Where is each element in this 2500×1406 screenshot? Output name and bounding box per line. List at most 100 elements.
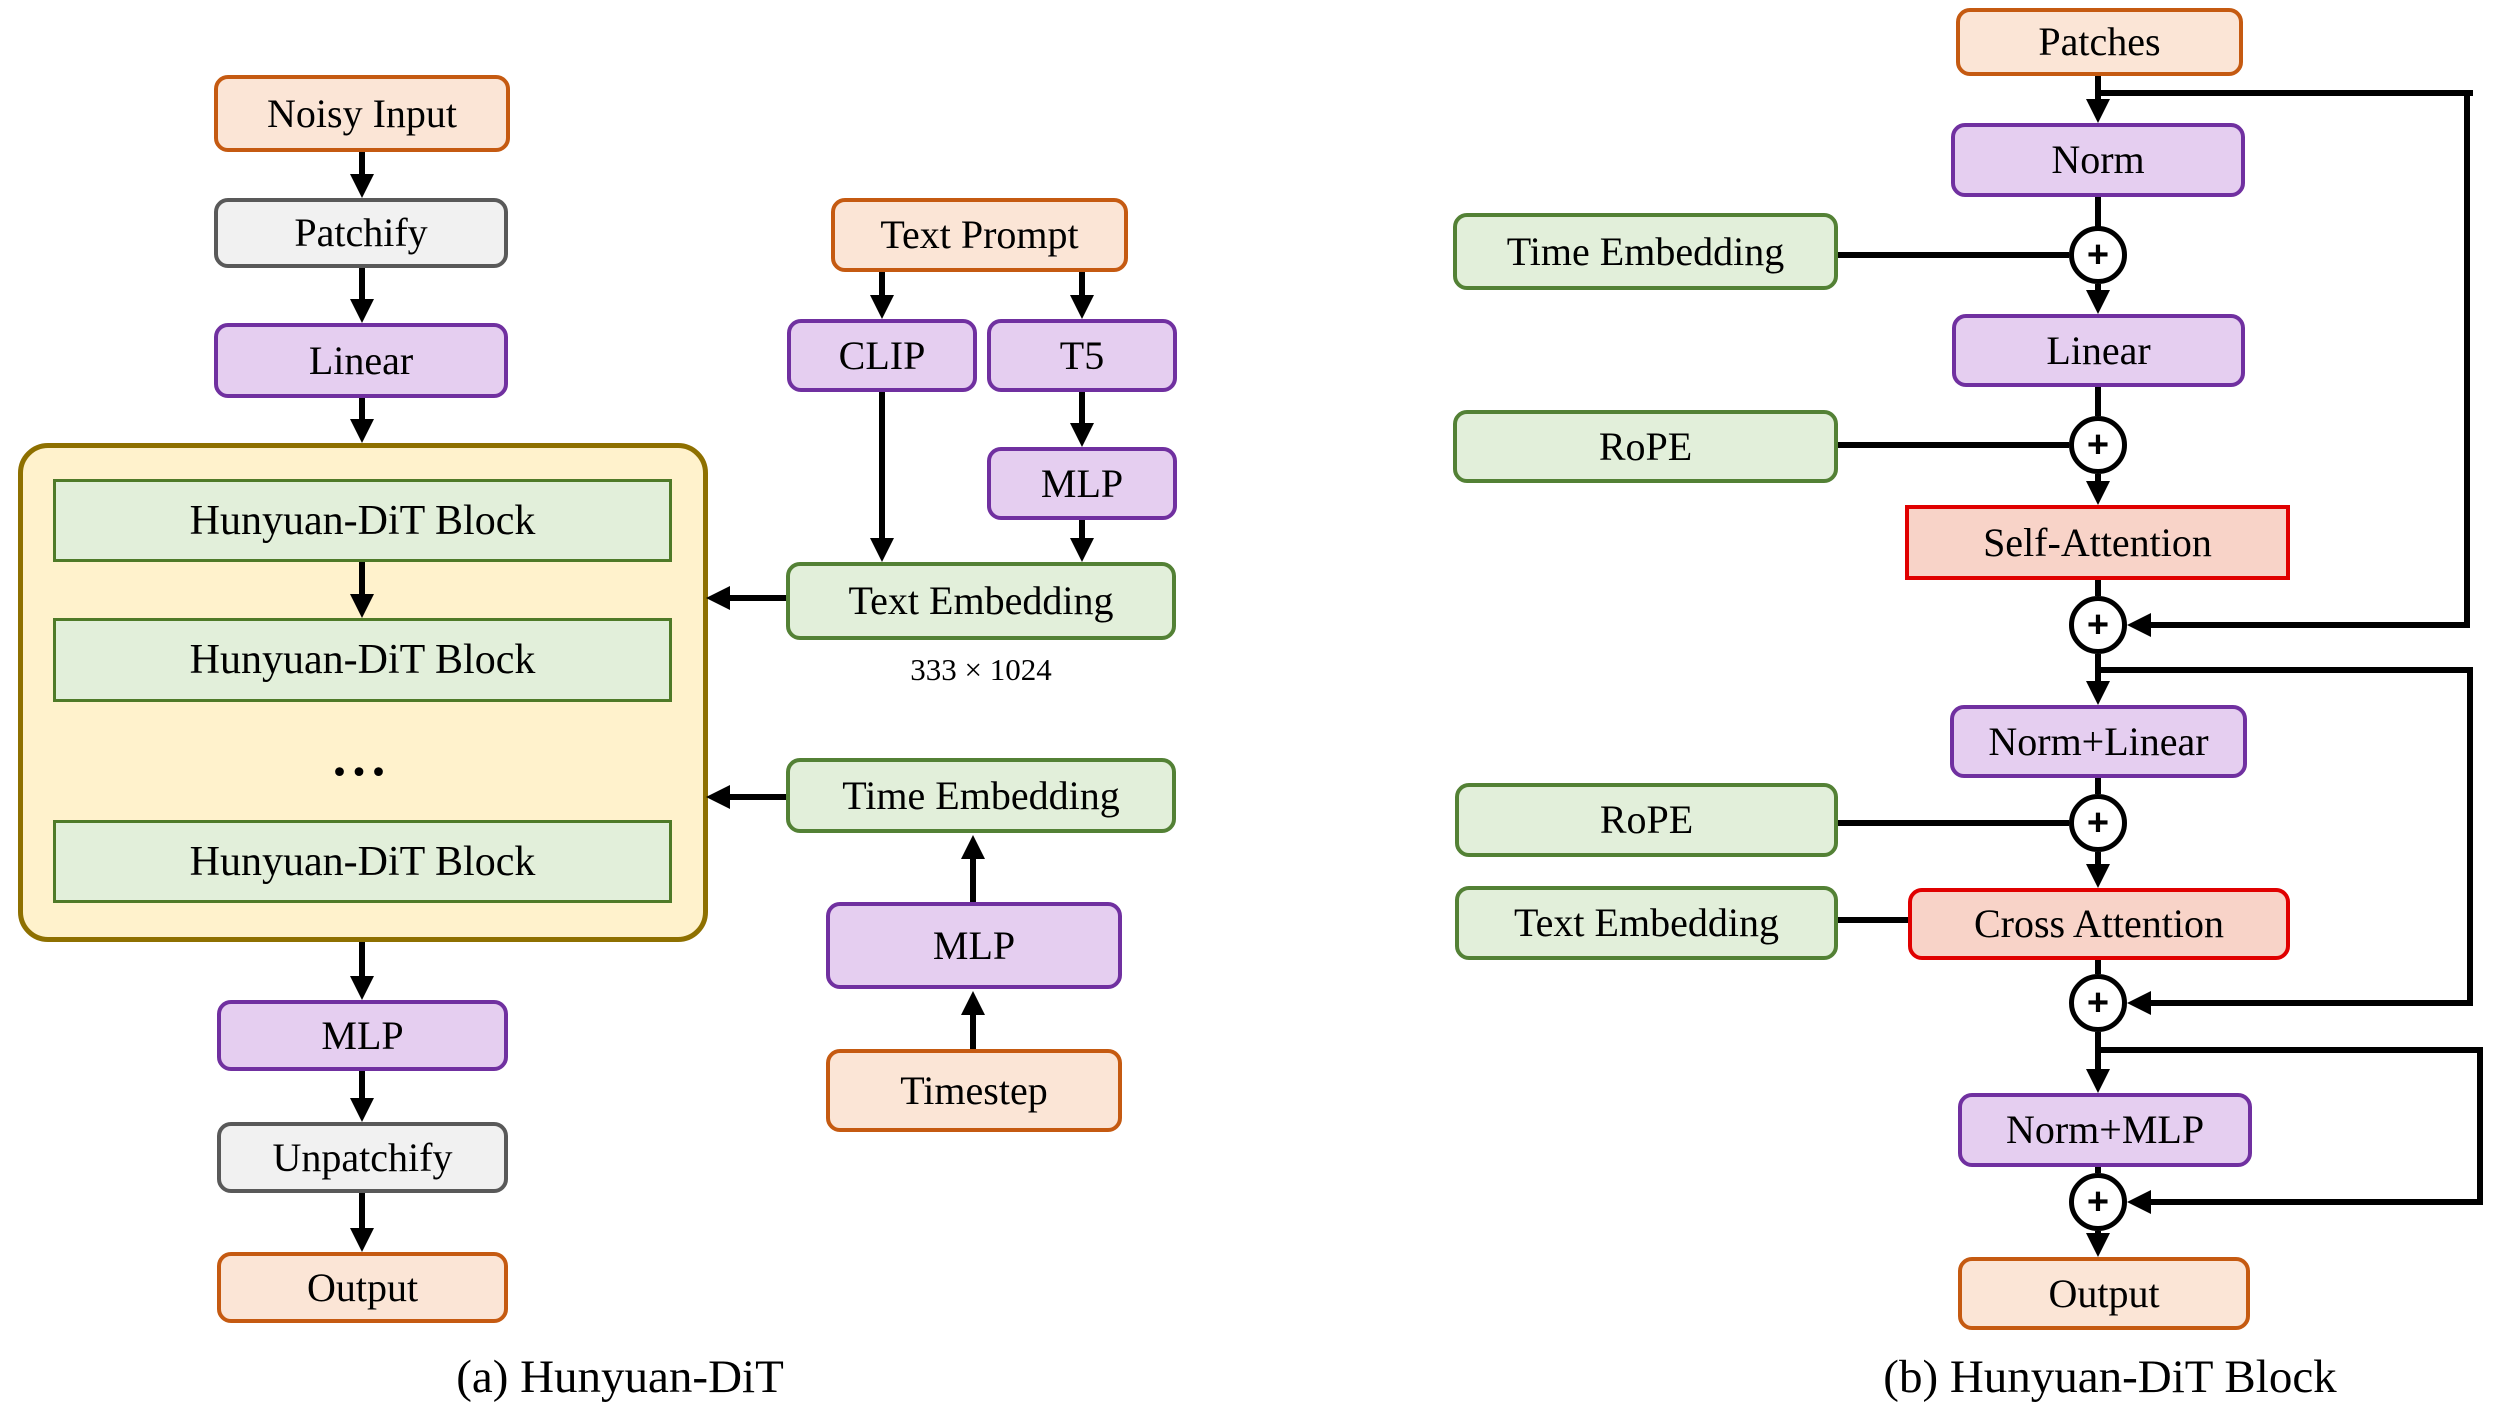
arrowhead-down <box>2086 681 2110 705</box>
add-circle-skip3: + <box>2069 1173 2127 1231</box>
add-circle-skip2: + <box>2069 974 2127 1032</box>
connector-line <box>2095 474 2101 483</box>
connector-line <box>1079 520 1085 540</box>
arrowhead-down <box>2086 290 2110 314</box>
arrowhead-up <box>961 991 985 1015</box>
arrowhead-down <box>870 295 894 319</box>
arrowhead-down <box>350 976 374 1000</box>
connector-line <box>2095 76 2101 101</box>
unpatchify-box: Unpatchify <box>217 1122 508 1193</box>
skip-line <box>2477 1047 2483 1205</box>
skip-line <box>2147 1000 2473 1006</box>
skip-line <box>2095 667 2473 673</box>
arrowhead-left <box>706 785 730 809</box>
text-embedding-dim-label: 333 × 1024 <box>910 652 1052 687</box>
output-box-a: Output <box>217 1252 508 1323</box>
arrowhead-down <box>2086 864 2110 888</box>
skip-line <box>2467 667 2473 1006</box>
connector-line <box>1838 917 1908 923</box>
hunyuan-dit-block-1: Hunyuan-DiT Block <box>53 479 672 562</box>
skip-line <box>2095 90 2473 96</box>
patches-box: Patches <box>1956 8 2243 76</box>
hunyuan-dit-block-3: Hunyuan-DiT Block <box>53 820 672 903</box>
arrowhead-down <box>2086 99 2110 123</box>
add-circle-rope2: + <box>2069 794 2127 852</box>
connector-line <box>2095 387 2101 416</box>
connector-line <box>2095 284 2101 294</box>
arrowhead-down <box>350 299 374 323</box>
noisy-input-box: Noisy Input <box>214 75 510 152</box>
connector-line <box>359 562 365 596</box>
connector-line <box>359 268 365 301</box>
cross-attention-box: Cross Attention <box>1908 888 2290 960</box>
connector-line <box>970 857 976 902</box>
arrowhead-down <box>350 1228 374 1252</box>
arrowhead-up <box>961 835 985 859</box>
connector-line <box>970 1013 976 1049</box>
linear-box-a: Linear <box>214 323 508 398</box>
caption-a: (a) Hunyuan-DiT <box>456 1351 784 1403</box>
connector-line <box>1838 252 2069 258</box>
skip-line <box>2464 90 2470 628</box>
arrowhead-down <box>2086 481 2110 505</box>
norm-linear-box: Norm+Linear <box>1950 705 2247 778</box>
add-circle-time: + <box>2069 226 2127 284</box>
add-circle-rope1: + <box>2069 416 2127 474</box>
timestep-box: Timestep <box>826 1049 1122 1132</box>
caption-b: (b) Hunyuan-DiT Block <box>1883 1351 2337 1403</box>
self-attention-box: Self-Attention <box>1905 505 2290 580</box>
connector-line <box>359 1071 365 1100</box>
clip-box: CLIP <box>787 319 977 392</box>
connector-line <box>728 794 786 800</box>
connector-line <box>879 272 885 297</box>
rope-box-2: RoPE <box>1455 783 1838 857</box>
connector-line <box>2095 1167 2101 1173</box>
arrowhead-down <box>1070 423 1094 447</box>
arrowhead-down <box>350 1098 374 1122</box>
skip-line <box>2147 622 2470 628</box>
hunyuan-dit-block-2: Hunyuan-DiT Block <box>53 618 672 702</box>
connector-line <box>359 942 365 978</box>
norm-mlp-box: Norm+MLP <box>1958 1093 2252 1167</box>
arrowhead-down <box>1070 538 1094 562</box>
mlp-output-box: MLP <box>217 1000 508 1071</box>
arrowhead-left <box>2127 1190 2151 1214</box>
t5-box: T5 <box>987 319 1177 392</box>
skip-line <box>2095 1047 2483 1053</box>
connector-line <box>2095 852 2101 866</box>
arrowhead-left <box>2127 991 2151 1015</box>
blocks-ellipsis: ... <box>332 727 392 787</box>
connector-line <box>2095 197 2101 228</box>
connector-line <box>1838 820 2069 826</box>
arrowhead-down <box>350 594 374 618</box>
connector-line <box>728 595 786 601</box>
arrowhead-left <box>2127 613 2151 637</box>
connector-line <box>1079 392 1085 425</box>
connector-line <box>359 398 365 421</box>
connector-line <box>359 152 365 178</box>
arrowhead-left <box>706 586 730 610</box>
connector-line <box>1079 272 1085 297</box>
connector-line <box>359 1193 365 1230</box>
add-circle-skip1: + <box>2069 596 2127 654</box>
time-embedding-box-b: Time Embedding <box>1453 213 1838 290</box>
connector-line <box>2095 778 2101 794</box>
linear-box-b: Linear <box>1952 314 2245 387</box>
arrowhead-down <box>870 538 894 562</box>
arrowhead-down <box>2086 1069 2110 1093</box>
norm-box: Norm <box>1951 123 2245 197</box>
time-embedding-box-a: Time Embedding <box>786 758 1176 833</box>
output-box-b: Output <box>1958 1257 2250 1330</box>
patchify-box: Patchify <box>214 198 508 268</box>
connector-line <box>2095 580 2101 596</box>
arrowhead-down <box>350 419 374 443</box>
connector-line <box>1838 442 2069 448</box>
connector-line <box>879 392 885 540</box>
text-embedding-box-a: Text Embedding <box>786 562 1176 640</box>
connector-line <box>2095 960 2101 974</box>
arrowhead-down <box>2086 1233 2110 1257</box>
arrowhead-down <box>350 174 374 198</box>
mlp-time-box: MLP <box>826 902 1122 989</box>
rope-box-1: RoPE <box>1453 410 1838 483</box>
